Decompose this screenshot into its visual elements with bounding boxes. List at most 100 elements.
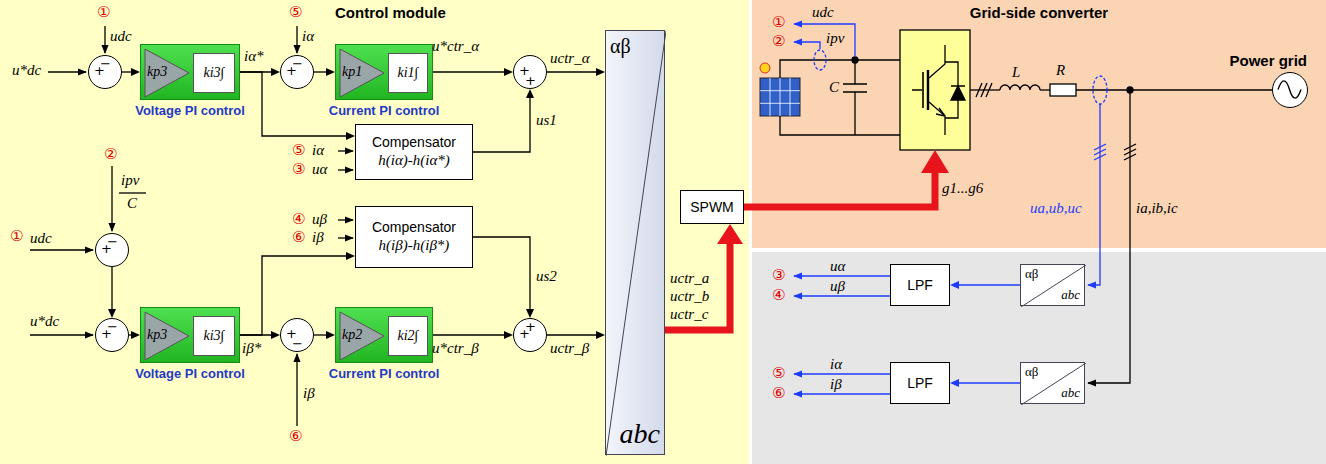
block-caption: Current PI control bbox=[329, 367, 440, 382]
signal-name: ua,ub,uc bbox=[1030, 200, 1082, 217]
box-text: h(iβ)-h(iβ*) bbox=[379, 236, 450, 256]
signal-name: iβ bbox=[303, 385, 315, 402]
signal-name: u*ctr_β bbox=[432, 340, 479, 357]
sign: + bbox=[525, 320, 536, 334]
signal-name: L bbox=[1012, 64, 1020, 81]
signal-name: C bbox=[127, 195, 137, 212]
signal-name: R bbox=[1056, 62, 1065, 79]
gain-text: kp3 bbox=[147, 64, 167, 80]
box-text: LPF bbox=[907, 374, 933, 392]
callout-number: ⑤ bbox=[772, 365, 785, 382]
callout-number: ② bbox=[772, 33, 785, 50]
signal-name: ipv bbox=[121, 172, 139, 189]
summing-junction: +− bbox=[95, 318, 129, 352]
diagonal bbox=[606, 31, 666, 456]
summing-junction: +− bbox=[280, 318, 314, 352]
signal-name: u*dc bbox=[30, 313, 59, 330]
signal-name: iβ bbox=[830, 376, 842, 393]
transform-text: αβ bbox=[610, 35, 631, 58]
callout-number: ② bbox=[104, 146, 117, 163]
callout-number: ① bbox=[772, 14, 785, 31]
box-text: Compensator bbox=[372, 218, 456, 236]
transform-text: abc bbox=[1061, 386, 1080, 401]
integrator-text: ki2∫ bbox=[389, 328, 427, 344]
signal-name: ia,ib,ic bbox=[1136, 200, 1178, 217]
signal-name: uctr_a bbox=[670, 270, 709, 287]
box-text: LPF bbox=[907, 276, 933, 294]
callout-number: ⑥ bbox=[292, 229, 305, 246]
summing-junction: ++ bbox=[513, 318, 547, 352]
signal-name: uctr_β bbox=[550, 340, 589, 357]
transform-block: αβ abc bbox=[1020, 264, 1085, 306]
signal-name: uctr_c bbox=[670, 306, 708, 323]
signal-name: iβ bbox=[312, 229, 324, 246]
panel-title: Control module bbox=[335, 4, 446, 21]
signal-name: uα bbox=[312, 161, 327, 178]
callout-number: ④ bbox=[772, 287, 785, 304]
pi-controller: kp2ki2∫Current PI control bbox=[335, 307, 433, 363]
pi-controller: kp3ki3∫Voltage PI control bbox=[140, 44, 240, 100]
signal-name: g1...g6 bbox=[942, 180, 983, 197]
process-box: LPF bbox=[890, 264, 950, 306]
signal-name: iα bbox=[302, 28, 314, 45]
block-caption: Voltage PI control bbox=[135, 104, 245, 119]
signal-name: iα bbox=[830, 356, 842, 373]
summing-junction: +− bbox=[280, 55, 314, 89]
integrator-box: ki2∫ bbox=[388, 316, 428, 356]
callout-number: ① bbox=[10, 228, 23, 245]
panel-region: Control module+−kp3ki3∫Voltage PI contro… bbox=[0, 0, 749, 464]
lpf-outputs bbox=[794, 276, 890, 394]
signal-name: uα bbox=[830, 258, 845, 275]
integrator-box: ki3∫ bbox=[193, 53, 235, 93]
signal-name: iβ* bbox=[242, 340, 261, 357]
signal-name: C bbox=[829, 79, 839, 96]
panel-title: Grid-side converter bbox=[752, 4, 1326, 21]
compensator-box: Compensatorh(iβ)-h(iβ*) bbox=[355, 206, 473, 268]
callout-number: ③ bbox=[772, 267, 785, 284]
compensator-box: Compensatorh(iα)-h(iα*) bbox=[355, 124, 473, 180]
signal-name: u*dc bbox=[12, 62, 41, 79]
block-caption: Voltage PI control bbox=[135, 367, 245, 382]
signal-name: udc bbox=[110, 28, 132, 45]
gain-text: kp3 bbox=[147, 327, 167, 343]
signal-name: udc bbox=[812, 4, 834, 21]
callout-number: ⑥ bbox=[289, 428, 302, 445]
process-box: LPF bbox=[890, 362, 950, 404]
summing-junction: +− bbox=[95, 233, 129, 267]
sign: − bbox=[292, 57, 303, 71]
sign: − bbox=[100, 57, 111, 71]
sign: − bbox=[292, 337, 303, 351]
signal-name: udc bbox=[30, 230, 52, 247]
summing-junction: +− bbox=[88, 55, 122, 89]
signal-name: uβ bbox=[830, 278, 845, 295]
signal-name: uctr_b bbox=[670, 288, 709, 305]
integrator-text: ki1∫ bbox=[389, 65, 427, 81]
summing-junction: ++ bbox=[513, 55, 547, 89]
pi-controller: kp1ki1∫Current PI control bbox=[335, 44, 433, 100]
signal-name: iα bbox=[312, 142, 324, 159]
integrator-box: ki1∫ bbox=[388, 53, 428, 93]
callout-number: ⑥ bbox=[772, 385, 785, 402]
integrator-text: ki3∫ bbox=[194, 65, 234, 81]
sign: − bbox=[107, 320, 118, 334]
pi-controller: kp3ki3∫Voltage PI control bbox=[140, 307, 240, 363]
signal-name: uβ bbox=[312, 211, 327, 228]
box-text: Compensator bbox=[372, 133, 456, 151]
integrator-text: ki3∫ bbox=[194, 328, 234, 344]
transform-text: αβ bbox=[1025, 267, 1038, 282]
callout-number: ① bbox=[97, 4, 110, 21]
callout-number: ④ bbox=[292, 211, 305, 228]
sine-symbol bbox=[1273, 73, 1306, 106]
transform-text: abc bbox=[620, 418, 660, 450]
signal-arrow bbox=[950, 379, 1020, 387]
callout-number: ③ bbox=[292, 161, 305, 178]
signal-name: ipv bbox=[826, 30, 844, 47]
box-text: h(iα)-h(iα*) bbox=[378, 151, 450, 171]
transform-text: abc bbox=[1061, 288, 1080, 303]
signal-name: u*ctr_α bbox=[432, 38, 479, 55]
process-box: SPWM bbox=[680, 190, 744, 224]
gain-text: kp1 bbox=[342, 64, 362, 80]
transform-block: αβ abc bbox=[605, 30, 665, 455]
signal-name: us1 bbox=[536, 112, 557, 129]
block-caption: Current PI control bbox=[329, 104, 440, 119]
